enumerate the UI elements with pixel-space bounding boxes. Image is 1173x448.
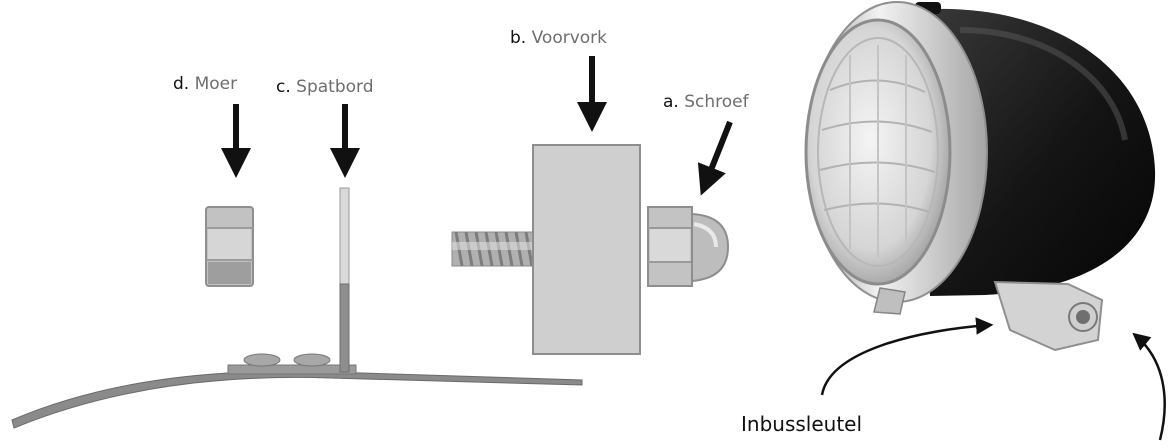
label-moer: d. Moer xyxy=(173,76,237,93)
fender-strip xyxy=(11,353,583,429)
threaded-bolt xyxy=(451,231,539,267)
label-voorvork: b. Voorvork xyxy=(510,30,607,47)
label-inbussleutel: Inbussleutel xyxy=(741,412,863,436)
label-spatbord-letter: c. xyxy=(276,77,291,97)
label-spatbord: c. Spatbord xyxy=(276,79,374,96)
label-schroef-word: Schroef xyxy=(684,92,749,112)
bicycle-headlamp xyxy=(804,1,1156,352)
voorvork-block xyxy=(532,144,641,355)
nut-moer xyxy=(205,206,254,287)
label-voorvork-word: Voorvork xyxy=(531,28,608,48)
arrow-right-curved xyxy=(1132,332,1166,441)
arrow-inbussleutel xyxy=(820,317,994,396)
label-moer-letter: d. xyxy=(173,74,190,94)
label-schroef: a. Schroef xyxy=(663,94,749,111)
label-schroef-letter: a. xyxy=(663,92,679,112)
label-voorvork-letter: b. xyxy=(510,28,527,48)
label-moer-word: Moer xyxy=(194,74,238,94)
arrow-schroef xyxy=(697,120,733,196)
cap-nut-schroef xyxy=(647,206,730,287)
spatbord-plate xyxy=(339,187,350,373)
label-spatbord-word: Spatbord xyxy=(296,77,374,97)
